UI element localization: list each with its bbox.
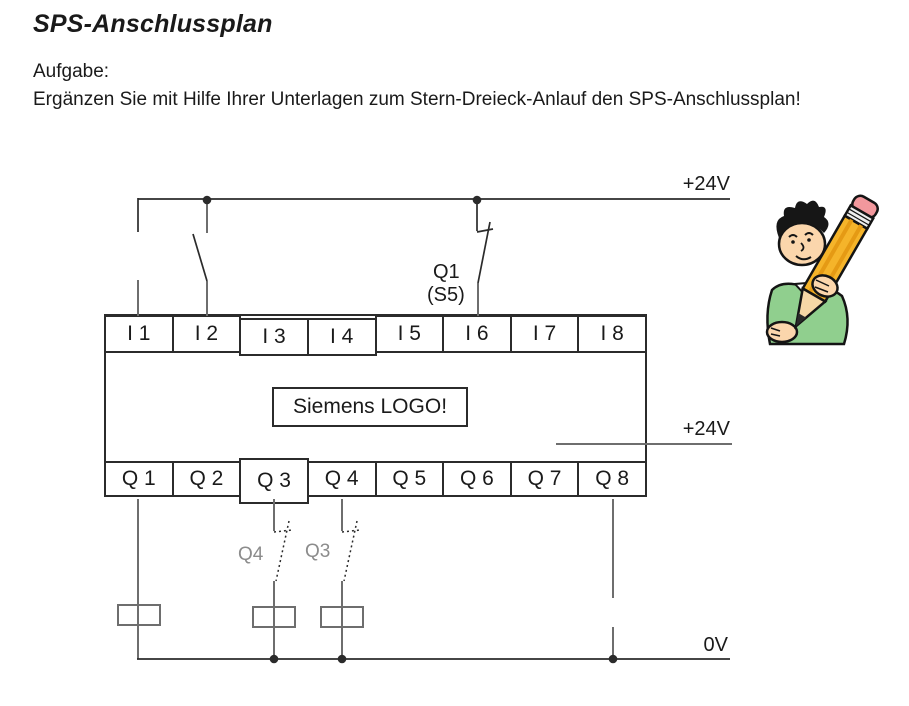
boy-with-pencil-illustration xyxy=(765,194,879,346)
output-terminal-q8: Q 8 xyxy=(577,461,647,497)
boy-gripping-fingers xyxy=(814,279,830,293)
output-terminal-q5: Q 5 xyxy=(374,461,445,497)
boy-gripping-hand xyxy=(811,274,839,298)
pencil-graphite-tip xyxy=(796,313,807,327)
pencil-ferrule xyxy=(843,203,875,231)
plc-name-box: Siemens LOGO! xyxy=(272,387,468,427)
dotted-contact-q4-blade xyxy=(343,520,358,582)
nc-contact-s5-label: (S5) xyxy=(427,284,465,306)
middle-rail-voltage-label: +24V xyxy=(682,418,730,440)
coil-under-q1 xyxy=(117,604,161,626)
pencil-graphic xyxy=(794,194,879,330)
dotted-contact-q3-label: Q3 xyxy=(305,541,331,562)
dotted-contact-q3-blade xyxy=(275,520,290,582)
page-title: SPS-Anschlussplan xyxy=(33,10,273,38)
plc-name-label: Siemens LOGO! xyxy=(292,395,448,418)
dotted-contact-q3-tick xyxy=(273,529,293,533)
boy-nose xyxy=(800,242,805,252)
junction-dot-q4 xyxy=(337,654,347,664)
output-terminal-q4: Q 4 xyxy=(306,461,377,497)
input-terminal-i6: I 6 xyxy=(442,315,512,353)
output-terminal-q1: Q 1 xyxy=(104,461,174,497)
coil-under-q4 xyxy=(320,606,364,628)
boy-eye-right xyxy=(807,238,811,242)
boy-eyebrow-left xyxy=(788,234,798,238)
input-terminal-i4: I 4 xyxy=(306,318,377,356)
dotted-contact-q4-tick xyxy=(341,529,361,533)
nc-contact-i6-tick xyxy=(476,228,494,233)
input-terminal-i8: I 8 xyxy=(577,315,647,353)
input-terminal-i1: I 1 xyxy=(104,315,174,353)
output-terminal-q3: Q 3 xyxy=(239,458,309,504)
task-label: Aufgabe: xyxy=(33,61,110,82)
output-terminal-row: Q 1 Q 2 Q 3 Q 4 Q 5 Q 6 Q 7 Q 8 xyxy=(104,458,647,504)
junction-dot-i6 xyxy=(472,195,482,205)
boy-smile xyxy=(795,255,812,261)
pencil-stripe-left xyxy=(807,218,854,294)
nc-contact-i6-blade xyxy=(477,221,491,284)
output-terminal-q6: Q 6 xyxy=(442,461,512,497)
input-terminal-i2: I 2 xyxy=(171,315,242,353)
pencil-wood-tip xyxy=(794,286,828,330)
junction-dot-i2 xyxy=(202,195,212,205)
input-terminal-i5: I 5 xyxy=(374,315,445,353)
relay-coils xyxy=(117,604,364,628)
pencil-eraser xyxy=(851,194,879,219)
no-contact-i2-blade xyxy=(192,233,208,282)
output-terminal-q2: Q 2 xyxy=(171,461,242,497)
input-terminal-i7: I 7 xyxy=(509,315,580,353)
boy-collar xyxy=(792,280,821,299)
boy-left-hand xyxy=(765,320,799,344)
input-terminal-i3: I 3 xyxy=(239,318,309,356)
output-terminal-q7: Q 7 xyxy=(509,461,580,497)
task-instruction: Ergänzen Sie mit Hilfe Ihrer Unterlagen … xyxy=(33,89,801,110)
nc-contact-q1-label: Q1 xyxy=(433,261,460,283)
top-rail-voltage-label: +24V xyxy=(682,173,730,195)
junction-dot-q3 xyxy=(269,654,279,664)
pencil-stripe-right xyxy=(817,224,863,299)
pencil-body xyxy=(801,214,869,304)
boy-hair xyxy=(776,200,829,238)
bottom-rail-voltage-label: 0V xyxy=(703,634,728,656)
boy-left-hand-fingers xyxy=(770,327,781,337)
boy-head xyxy=(777,221,827,267)
junction-dot-q8 xyxy=(608,654,618,664)
coil-under-q3 xyxy=(252,606,296,628)
input-terminal-row: I 1 I 2 I 3 I 4 I 5 I 6 I 7 I 8 xyxy=(104,315,647,356)
boy-shirt xyxy=(766,282,849,346)
boy-eyebrow-right xyxy=(804,232,814,236)
boy-eye-left xyxy=(791,240,795,244)
dotted-contact-q4-label: Q4 xyxy=(238,544,264,565)
